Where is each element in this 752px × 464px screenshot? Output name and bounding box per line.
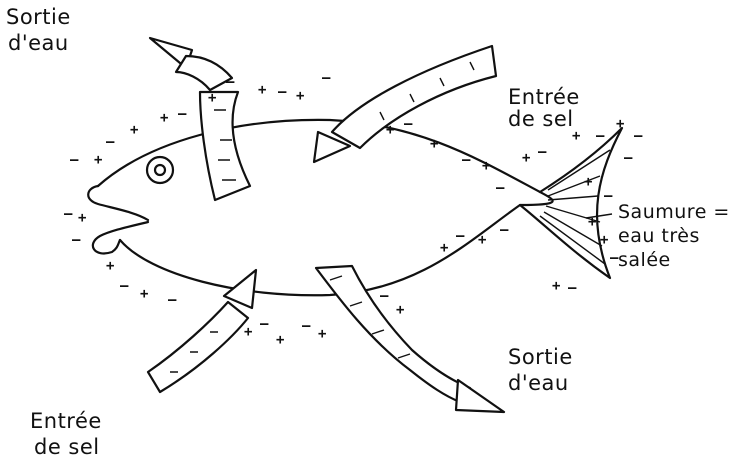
plus-sign: + [78,210,86,226]
minus-sign: – [538,144,547,160]
plus-sign: + [318,326,326,342]
plus-sign: + [600,232,608,248]
plus-sign: + [522,150,530,166]
minus-sign: – [456,228,465,244]
plus-sign: + [130,122,138,138]
plus-sign: + [584,174,592,190]
fish-eye-outer [147,157,173,183]
plus-sign: + [208,90,216,106]
minus-sign: – [404,116,413,132]
plus-sign: + [244,324,252,340]
plus-sign: + [258,82,266,98]
minus-sign: – [72,232,81,248]
fish-lower-lip [93,222,148,253]
minus-sign: – [226,74,235,90]
minus-sign: – [500,222,509,238]
plus-sign: + [396,302,404,318]
label-line: Entrée [30,409,102,433]
label-line: d'eau [508,371,569,395]
minus-sign: – [120,278,129,294]
minus-sign: – [70,152,79,168]
fish-tail-inner [520,192,553,205]
minus-sign: – [106,134,115,150]
label-line: de sel [508,107,574,131]
minus-sign: – [568,280,577,296]
minus-sign: – [604,188,613,204]
plus-sign: + [106,258,114,274]
label-water-out-top: Sortie d'eau [6,5,71,55]
label-line: eau très [618,225,700,247]
label-line: Sortie [6,5,71,29]
minus-sign: – [380,288,389,304]
arrow-water-out-bottom [316,266,504,412]
label-line: d'eau [8,31,69,55]
plus-sign: + [296,88,304,104]
plus-sign: + [94,152,102,168]
minus-sign: – [624,150,633,166]
minus-sign: – [168,292,177,308]
plus-sign: + [616,116,624,132]
label-water-out-bottom: Sortie d'eau [508,345,573,395]
minus-sign: – [322,70,331,86]
minus-sign: – [302,318,311,334]
label-line: Entrée [508,85,580,109]
plus-sign: + [160,110,168,126]
plus-sign: + [478,232,486,248]
plus-sign: + [552,278,560,294]
plus-sign: + [430,136,438,152]
label-line: Saumure = [618,201,730,223]
label-line: salée [618,249,671,271]
label-salt-in-top: Entrée de sel [508,85,580,131]
minus-sign: – [64,206,73,222]
fish-upper-lip [88,186,148,220]
plus-sign: + [386,122,394,138]
label-line: Sortie [508,345,573,369]
label-salt-in-bottom: Entrée de sel [30,409,102,459]
plus-sign: + [440,240,448,256]
plus-sign: + [276,332,284,348]
arrow-salt-in-bottom [148,270,256,392]
plus-sign: + [482,158,490,174]
fish-eye-inner [155,165,165,175]
label-line: de sel [34,435,100,459]
minus-sign: – [260,316,269,332]
minus-sign: – [278,84,287,100]
minus-sign: – [462,152,471,168]
minus-sign: – [178,106,187,122]
arrow-salt-in-top [314,46,496,162]
minus-sign: – [496,180,505,196]
plus-sign: + [140,286,148,302]
minus-sign: – [634,128,643,144]
minus-sign: – [596,128,605,144]
